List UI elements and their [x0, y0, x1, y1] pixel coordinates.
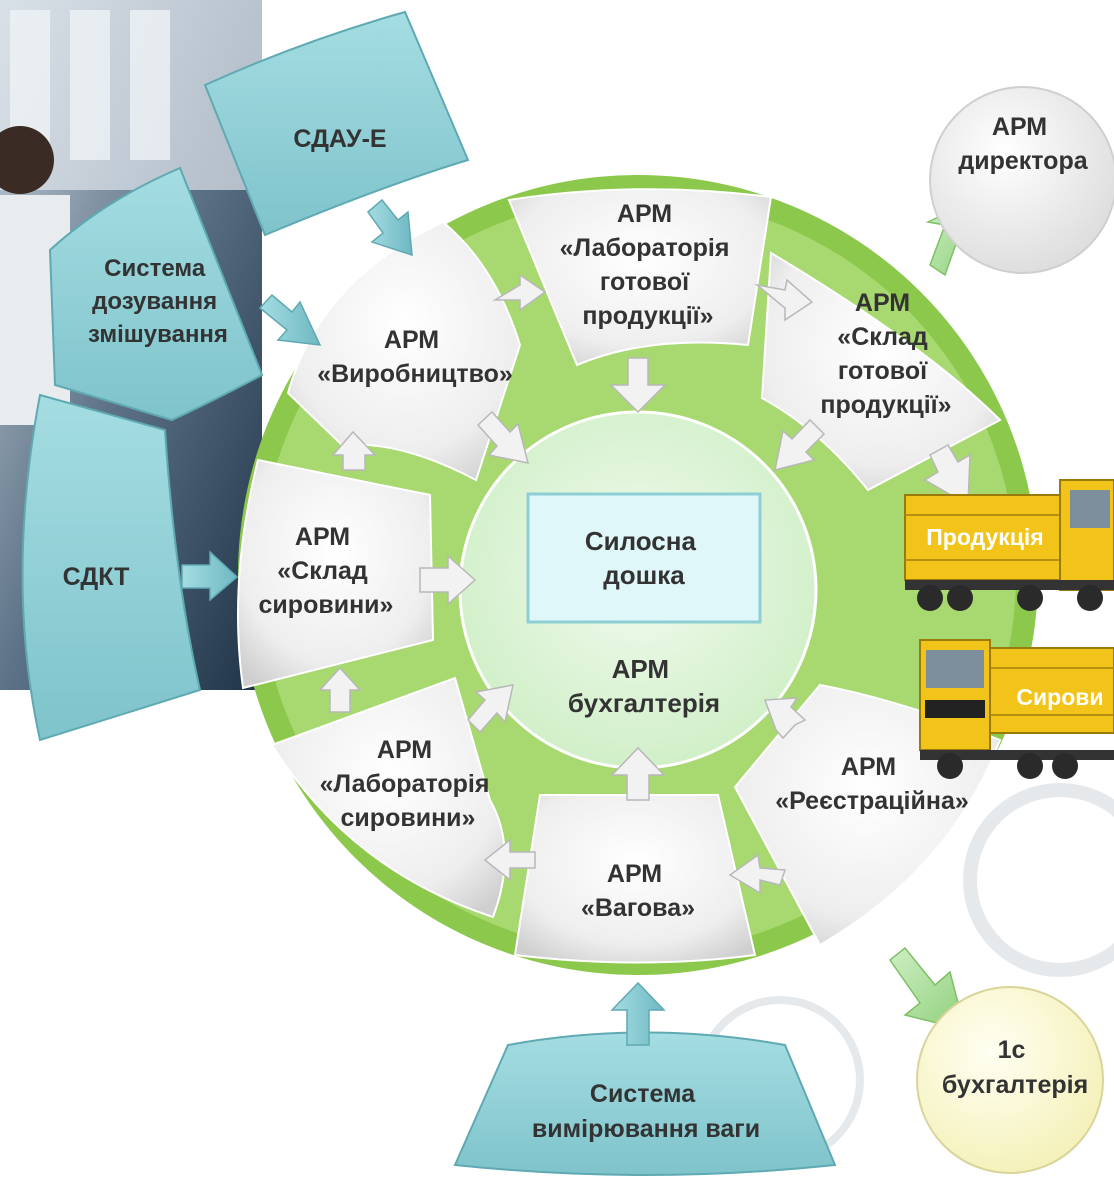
segment-warehouse-finished-label: АРМ «Склад готової продукції»: [820, 289, 951, 419]
silo-board-box[interactable]: [526, 492, 762, 624]
accounting-label: АРМ бухгалтерія: [568, 654, 720, 718]
arrow-warehouse-raw-up: [331, 430, 377, 471]
segment-warehouse-raw-label: АРМ «Склад сировини»: [259, 523, 394, 619]
raw-truck-label: Сирови: [1016, 684, 1103, 710]
segment-lab-finished-label: АРМ «Лабораторія готової продукції»: [560, 200, 737, 330]
arrow-labraw-up: [318, 666, 362, 713]
arrow-raw-to-center: [419, 554, 477, 606]
arrow-sdkt-in: [181, 550, 239, 602]
arrow-to-onec: [888, 946, 967, 1032]
director-label: АРМ директора: [958, 113, 1088, 175]
arrow-production-to-center: [476, 410, 530, 464]
arrow-lab-to-warehouse: [754, 278, 814, 322]
arrow-warehouse-to-center: [774, 418, 826, 472]
segment-lab-raw-label: АРМ «Лабораторія сировини»: [320, 736, 497, 832]
external-arrows: [181, 198, 666, 1046]
arrow-production-to-lab: [492, 273, 547, 312]
arrow-labraw-to-center: [466, 684, 514, 734]
arrow-lab-down: [609, 357, 667, 414]
arrow-registration-to-weighing: [728, 853, 787, 895]
arrow-weighing-to-labraw: [483, 838, 536, 882]
arrow-weighing-system-in: [610, 981, 666, 1046]
arrow-registration-to-center: [763, 697, 807, 740]
segment-production-label: АРМ «Виробництво»: [317, 326, 513, 388]
arrow-weighing-up: [610, 746, 666, 801]
segment-lab-finished-shape[interactable]: [507, 188, 773, 367]
onec-label: 1с бухгалтерія: [942, 1036, 1088, 1099]
product-truck: [904, 479, 1114, 611]
dosing-label: Система дозування змішування: [88, 255, 228, 348]
external-blocks: [21, 10, 837, 1176]
onec-circle[interactable]: [916, 986, 1104, 1174]
segment-weighing-shape[interactable]: [513, 794, 757, 964]
sdkt-label: СДКТ: [63, 563, 130, 591]
segment-warehouse-raw-shape[interactable]: [237, 458, 435, 690]
sdau-block[interactable]: [203, 10, 470, 237]
segment-weighing-label: АРМ «Вагова»: [581, 860, 695, 922]
arrow-warehouse-to-product: [923, 443, 971, 507]
arrow-dosing-in: [258, 293, 322, 346]
segment-lab-raw-shape[interactable]: [270, 676, 506, 919]
sdkt-block[interactable]: [21, 393, 202, 742]
internal-arrows: [318, 273, 971, 895]
raw-truck: [919, 639, 1114, 779]
director-circle[interactable]: [929, 86, 1114, 274]
dosing-block[interactable]: [48, 166, 264, 422]
weighing-system-block[interactable]: [453, 1031, 837, 1176]
segment-production-shape[interactable]: [286, 220, 522, 482]
product-truck-label: Продукція: [926, 524, 1043, 550]
weighing-system-label: Система вимірювання ваги: [532, 1080, 760, 1143]
segment-registration-label: АРМ «Реєстраційна»: [775, 753, 969, 815]
sdau-label: СДАУ-Е: [293, 125, 386, 153]
arrow-sdau-in: [366, 198, 413, 257]
silo-board-label: Силосна дошка: [585, 526, 703, 590]
